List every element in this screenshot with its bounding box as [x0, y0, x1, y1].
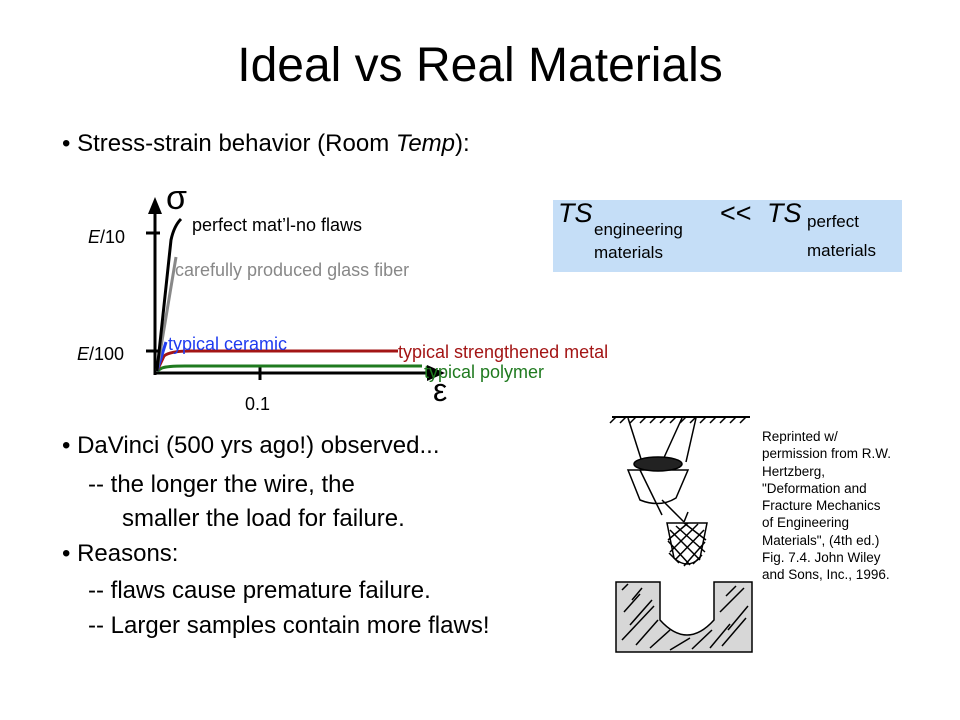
y-tick-var: E [77, 344, 90, 364]
bullet-reasons: • Reasons: [62, 540, 178, 568]
credit-line: Fracture Mechanics [762, 498, 881, 514]
reasons-item-1: -- flaws cause premature failure. [88, 577, 431, 604]
curve-typical-strengthened-metal [155, 349, 398, 372]
credit-line: "Deformation and [762, 480, 867, 496]
credit-line: Fig. 7.4. John Wiley [762, 550, 881, 566]
reasons-item-2: -- Larger samples contain more flaws! [88, 612, 490, 639]
bullet-text: Stress-strain behavior (Room [77, 130, 396, 157]
bullet-davinci: • DaVinci (500 yrs ago!) observed... [62, 432, 439, 460]
bullet-dot: • [62, 130, 71, 157]
davinci-line-2: -- the longer the wire, the [88, 471, 355, 498]
epsilon-symbol: ε [433, 372, 447, 408]
y-tick-rest: /100 [89, 344, 124, 364]
y-tick-label-e10: E/10 [88, 227, 125, 247]
ts-comparison-box [553, 200, 902, 272]
ts-engineering-subscript-1: engineering [594, 220, 683, 239]
credit-line: of Engineering [762, 515, 850, 531]
y-tick-var: E [88, 227, 101, 247]
curve-typical-polymer [156, 364, 422, 373]
credit-line: permission from R.W. [762, 446, 892, 462]
sigma-symbol: σ [166, 179, 187, 217]
x-tick-label: 0.1 [245, 394, 270, 414]
label-perfect-material: perfect mat’l-no flaws [192, 215, 362, 235]
reprint-credit: Reprinted w/ permission from R.W. Hertzb… [762, 428, 932, 584]
ts-perfect-symbol: TS [767, 198, 802, 228]
credit-line: and Sons, Inc., 1996. [762, 567, 890, 583]
credit-line: Reprinted w/ [762, 429, 838, 444]
ts-perfect-subscript-1: perfect [807, 212, 859, 231]
bullet-dot: • [62, 540, 71, 567]
y-tick-label-e100: E/100 [77, 344, 124, 364]
ts-engineering-symbol: TS [558, 198, 593, 228]
davinci-wire-test-drawing [609, 416, 753, 653]
curve-perfect-material [155, 217, 183, 372]
ts-comparison-operator: << [720, 198, 752, 228]
slide-title: Ideal vs Real Materials [237, 39, 723, 92]
credit-line: Materials", (4th ed.) [762, 532, 880, 548]
bullet-text-end: ): [455, 130, 470, 157]
y-axis-arrow-icon [148, 197, 162, 214]
ts-perfect-subscript-2: materials [807, 241, 876, 260]
credit-line: Hertzberg, [762, 463, 826, 479]
davinci-line-3: smaller the load for failure. [122, 505, 405, 532]
label-typical-ceramic: typical ceramic [168, 334, 287, 354]
bullet-dot: • [62, 432, 71, 459]
label-typical-polymer: typical polymer [424, 362, 544, 382]
label-typical-strengthened-metal: typical strengthened metal [398, 342, 608, 362]
bullet-stress-strain: • Stress-strain behavior (Room Temp): [62, 130, 470, 158]
bullet-text: DaVinci (500 yrs ago!) observed... [77, 432, 440, 459]
bullet-text: Reasons: [77, 540, 179, 567]
label-glass-fiber: carefully produced glass fiber [175, 260, 409, 280]
x-axis-arrow-icon [427, 365, 445, 381]
bullet-text-italic: Temp [395, 130, 456, 157]
ts-engineering-subscript-2: materials [594, 243, 663, 262]
y-tick-rest: /10 [100, 227, 125, 247]
